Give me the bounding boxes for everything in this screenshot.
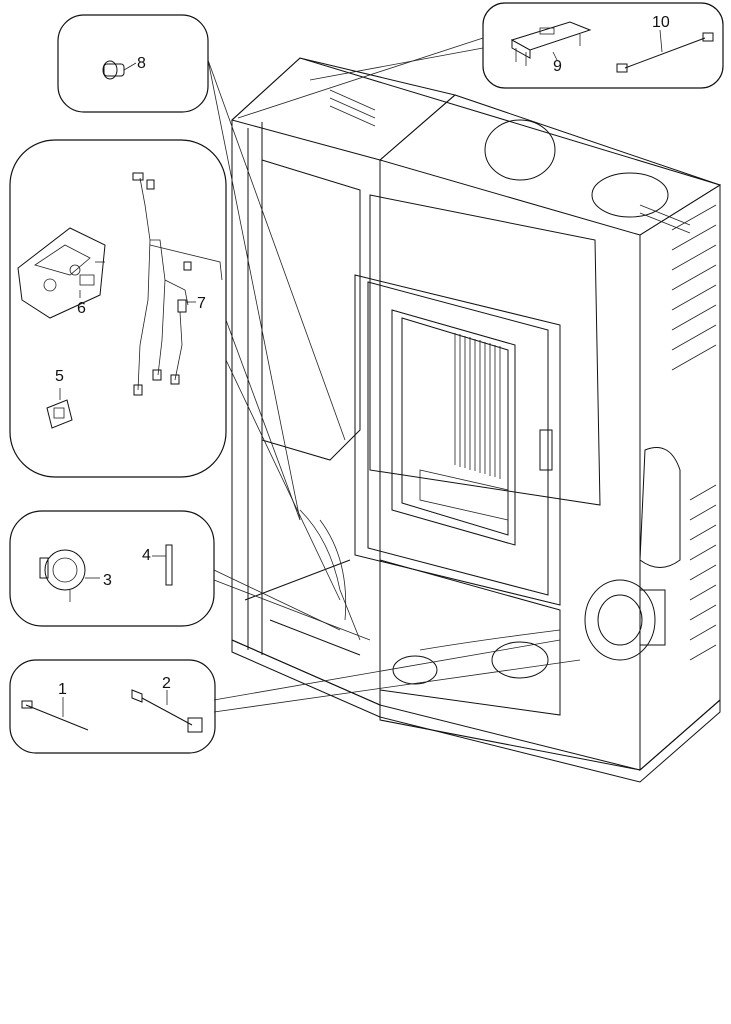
motherboard-icon — [17, 227, 106, 319]
leader-lines — [207, 37, 581, 713]
callout-2: 2 — [162, 675, 171, 692]
thermocouple-icon — [21, 697, 89, 731]
panel-parts-9-10: 9 10 — [482, 2, 724, 89]
callout-1: 1 — [58, 681, 67, 698]
callout-4: 4 — [142, 547, 151, 564]
callout-3: 3 — [103, 572, 112, 589]
callout-9: 9 — [553, 58, 562, 75]
panel-parts-5-6-7: 6 7 5 — [9, 139, 227, 478]
callout-5: 5 — [55, 368, 64, 385]
door-glass — [391, 309, 516, 546]
sensor-probe-icon — [152, 544, 173, 586]
clip-icon — [102, 60, 137, 80]
switch-icon — [46, 388, 73, 429]
combustion-fan — [584, 447, 681, 661]
stove-assembly — [230, 57, 722, 783]
callout-7: 7 — [197, 295, 206, 312]
top-vent-slots — [329, 89, 691, 234]
panel-parts-3-4: 3 4 — [9, 510, 215, 627]
panel-part-8: 8 — [57, 14, 209, 113]
control-board-icon — [510, 21, 592, 66]
wiring-harness-icon — [132, 172, 223, 396]
panel-parts-1-2: 1 2 — [9, 659, 216, 754]
pressure-switch-icon — [39, 549, 100, 602]
ribbon-cable-icon — [616, 29, 714, 73]
right-vent-slots — [671, 204, 717, 661]
callout-10: 10 — [652, 14, 670, 31]
callout-8: 8 — [137, 55, 146, 72]
sensor-cable-icon — [131, 689, 203, 733]
callout-6: 6 — [77, 300, 86, 317]
